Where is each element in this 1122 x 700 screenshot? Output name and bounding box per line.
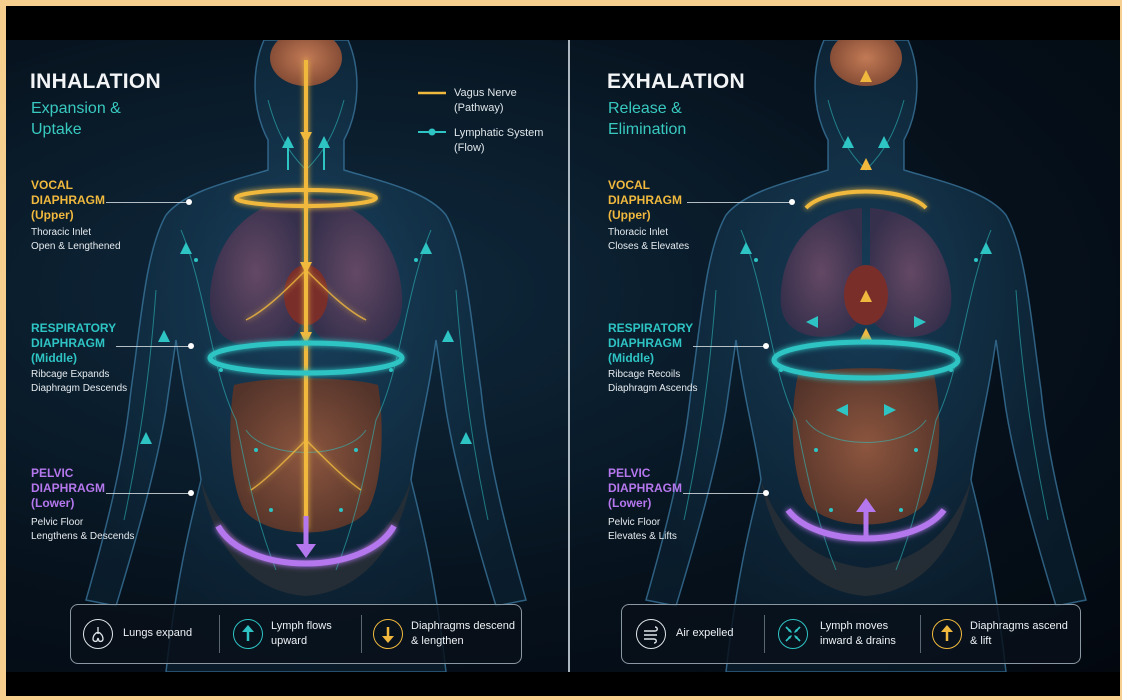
- pelvic-diaphragm-label: PELVIC DIAPHRAGM (Lower): [31, 466, 105, 511]
- vocal-diaphragm-desc: Thoracic Inlet Closes & Elevates: [608, 226, 689, 254]
- vocal-diaphragm-label: VOCAL DIAPHRAGM (Upper): [608, 178, 682, 223]
- bar-divider: [219, 615, 220, 653]
- respiratory-leader-dot: [763, 343, 769, 349]
- inhalation-title: INHALATION: [30, 70, 161, 94]
- lungs-expand-text: Lungs expand: [123, 626, 192, 641]
- lymph-moves-text: Lymph moves inward & drains: [820, 619, 896, 649]
- vocal-leader-line: [687, 202, 791, 203]
- pelvic-leader-dot: [188, 490, 194, 496]
- lungs-icon: [83, 619, 113, 649]
- diaphragms-descend-text: Diaphragms descend & lengthen: [411, 619, 515, 649]
- bar-divider: [764, 615, 765, 653]
- respiratory-diaphragm-label: RESPIRATORY DIAPHRAGM (Middle): [608, 321, 693, 366]
- vagus-legend-icon: [416, 88, 448, 98]
- arrow-up-icon: [233, 619, 263, 649]
- arrow-up-icon: [932, 619, 962, 649]
- inhalation-panel: INHALATION Expansion & Uptake Vagus Nerv…: [6, 40, 568, 672]
- pelvic-leader-line: [683, 493, 765, 494]
- inhalation-summary-bar: Lungs expand Lymph flows upward Diaphrag…: [70, 604, 522, 664]
- image-frame: INHALATION Expansion & Uptake Vagus Nerv…: [6, 6, 1120, 696]
- exhalation-title: EXHALATION: [607, 70, 745, 94]
- air-expelled-icon: [636, 619, 666, 649]
- vocal-diaphragm-desc: Thoracic Inlet Open & Lengthened: [31, 226, 121, 254]
- pelvic-diaphragm-desc: Pelvic Floor Elevates & Lifts: [608, 516, 677, 544]
- exhalation-panel: EXHALATION Release & Elimination VOCAL D…: [569, 40, 1120, 672]
- respiratory-leader-line: [116, 346, 190, 347]
- vagus-legend-label: Vagus Nerve (Pathway): [454, 86, 517, 116]
- pelvic-diaphragm-desc: Pelvic Floor Lengthens & Descends: [31, 516, 134, 544]
- respiratory-diaphragm-desc: Ribcage Recoils Diaphragm Ascends: [608, 368, 698, 396]
- exhalation-summary-bar: Air expelled Lymph moves inward & drains…: [621, 604, 1081, 664]
- pelvic-leader-line: [106, 493, 190, 494]
- scene: INHALATION Expansion & Uptake Vagus Nerv…: [6, 40, 1120, 672]
- vocal-leader-dot: [186, 199, 192, 205]
- vocal-diaphragm-label: VOCAL DIAPHRAGM (Upper): [31, 178, 105, 223]
- air-expelled-text: Air expelled: [676, 626, 733, 641]
- pelvic-leader-dot: [763, 490, 769, 496]
- respiratory-diaphragm-desc: Ribcage Expands Diaphragm Descends: [31, 368, 127, 396]
- diaphragms-ascend-text: Diaphragms ascend & lift: [970, 619, 1068, 649]
- pelvic-diaphragm-label: PELVIC DIAPHRAGM (Lower): [608, 466, 682, 511]
- bar-divider: [361, 615, 362, 653]
- respiratory-diaphragm-label: RESPIRATORY DIAPHRAGM (Middle): [31, 321, 116, 366]
- inhalation-subtitle: Expansion & Uptake: [31, 98, 121, 140]
- respiratory-leader-dot: [188, 343, 194, 349]
- lymph-flows-text: Lymph flows upward: [271, 619, 332, 649]
- lymph-legend-icon: [416, 127, 448, 137]
- respiratory-leader-line: [693, 346, 765, 347]
- vocal-leader-line: [106, 202, 188, 203]
- arrow-down-icon: [373, 619, 403, 649]
- bar-divider: [920, 615, 921, 653]
- inward-arrows-icon: [778, 619, 808, 649]
- lymph-legend-label: Lymphatic System (Flow): [454, 126, 543, 156]
- exhalation-subtitle: Release & Elimination: [608, 98, 686, 140]
- vocal-leader-dot: [789, 199, 795, 205]
